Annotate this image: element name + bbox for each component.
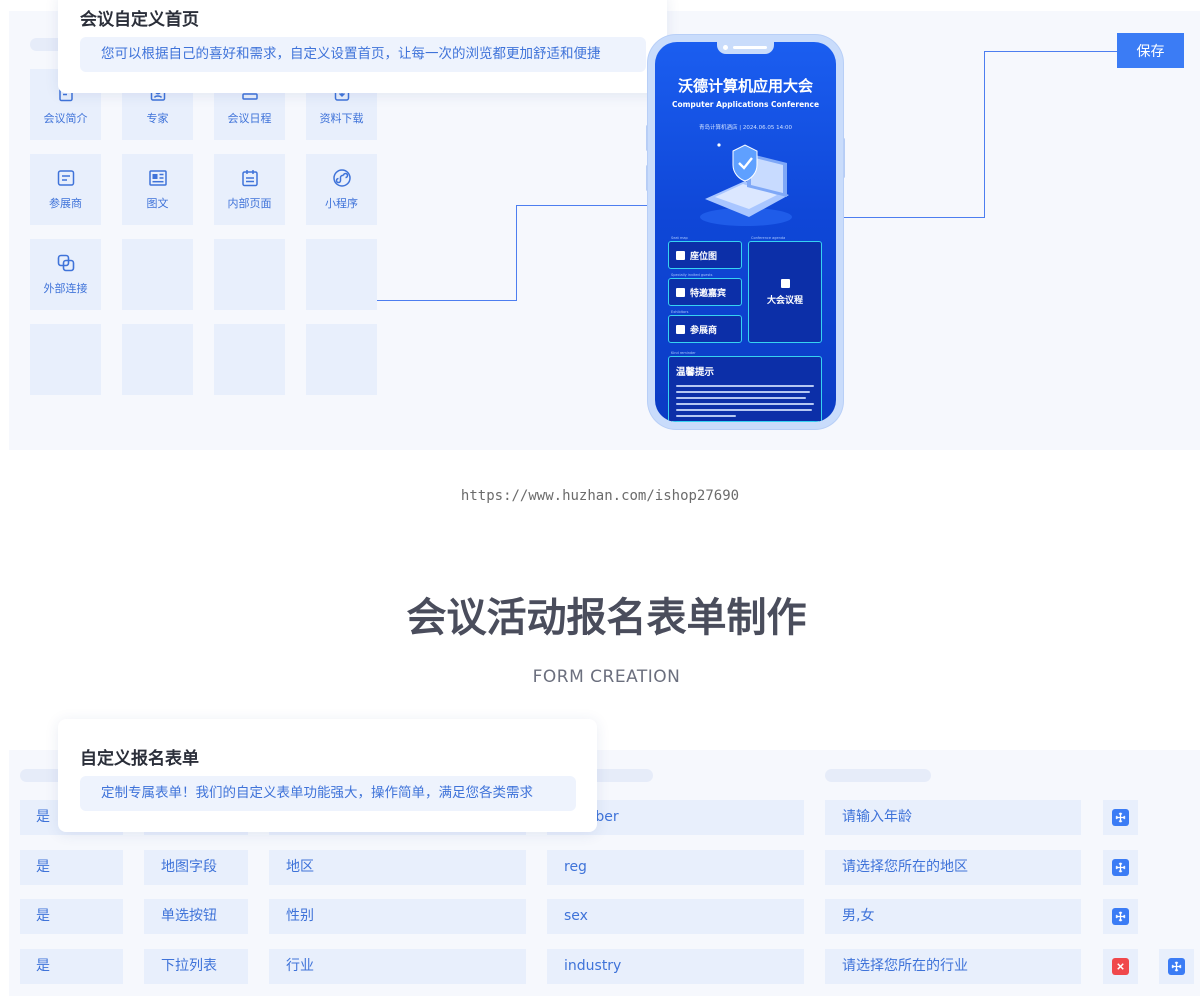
tile-label: 专家 (146, 112, 169, 125)
link-icon (56, 253, 76, 273)
homepage-tip-title: 会议自定义首页 (80, 10, 199, 30)
watermark-url: https://www.huzhan.com/ishop27690 (460, 488, 740, 504)
image-text-icon (148, 168, 168, 188)
homepage-tip-description: 您可以根据自己的喜好和需求，自定义设置首页，让每一次的浏览都更加舒适和便捷 (80, 37, 646, 72)
phone-screen: 沃德计算机应用大会 Computer Applications Conferen… (655, 42, 836, 422)
phone-side-button (646, 125, 649, 151)
field-key-cell[interactable]: industry (547, 949, 804, 984)
tile-empty-slot (122, 239, 193, 310)
connector-line-left-h1 (377, 300, 517, 301)
save-button[interactable]: 保存 (1117, 33, 1184, 68)
field-name-cell[interactable]: 行业 (269, 949, 526, 984)
shield-laptop-illustration-icon (700, 143, 792, 226)
phone-exhibitors-button[interactable]: Exhibitors 参展商 (668, 310, 742, 343)
seat-icon (676, 250, 685, 260)
notice-text-line (676, 391, 810, 393)
tile-label: 外部连接 (43, 282, 88, 295)
notice-text-line (676, 403, 814, 405)
grid-dots-icon (676, 324, 685, 334)
move-icon (1112, 809, 1129, 826)
phone-agenda-button[interactable]: Conference agenda 大会议程 (748, 236, 822, 343)
field-name-cell[interactable]: 地区 (269, 850, 526, 885)
conference-subtitle: Computer Applications Conference (671, 100, 820, 109)
move-row-button[interactable] (1103, 850, 1138, 885)
tile-label: 内部页面 (227, 197, 272, 210)
phone-seat-map-button[interactable]: Seat map 座位图 (668, 236, 742, 269)
conference-title: 沃德计算机应用大会 (677, 77, 813, 95)
tile-label: 会议简介 (43, 112, 88, 125)
notice-text-line (676, 397, 806, 399)
required-cell[interactable]: 是 (20, 850, 123, 885)
connector-line-right-h1 (843, 217, 985, 218)
close-icon (1112, 958, 1129, 975)
notice-title: 温馨提示 (676, 367, 715, 378)
tile-exhibitors[interactable]: 参展商 (30, 154, 101, 225)
placeholder-cell[interactable]: 男,女 (825, 899, 1081, 934)
phone-notch (717, 42, 774, 54)
placeholder-cell[interactable]: 请选择您所在的行业 (825, 949, 1081, 984)
move-row-button[interactable] (1103, 899, 1138, 934)
field-key-cell[interactable]: sex (547, 899, 804, 934)
phone-notice-box: Kind reminder 温馨提示 (668, 351, 822, 422)
tile-label: 参展商 (49, 197, 82, 210)
required-cell[interactable]: 是 (20, 899, 123, 934)
connector-line-left-h2 (516, 205, 648, 206)
move-icon (1168, 958, 1185, 975)
form-section-title: 会议活动报名表单制作 (406, 595, 807, 641)
tile-empty-slot (214, 239, 285, 310)
tile-external-link[interactable]: 外部连接 (30, 239, 101, 310)
homepage-tip-card: 会议自定义首页 您可以根据自己的喜好和需求，自定义设置首页，让每一次的浏览都更加… (58, 0, 667, 93)
connector-line-left-v (516, 205, 517, 301)
move-row-button[interactable] (1159, 949, 1194, 984)
calendar-page-icon (240, 168, 260, 188)
tile-image-text[interactable]: 图文 (122, 154, 193, 225)
mini-program-icon (332, 168, 352, 188)
field-name-cell[interactable]: 性别 (269, 899, 526, 934)
tile-internal-page[interactable]: 内部页面 (214, 154, 285, 225)
move-row-button[interactable] (1103, 800, 1138, 835)
delete-row-button[interactable] (1103, 949, 1138, 984)
phone-side-button (646, 165, 649, 191)
tile-label: 小程序 (325, 197, 358, 210)
badge-icon (676, 287, 685, 297)
connector-line-right-v (984, 51, 985, 218)
tile-empty-slot (306, 324, 377, 395)
phone-preview: 沃德计算机应用大会 Computer Applications Conferen… (648, 35, 843, 429)
notice-text-line (676, 409, 812, 411)
placeholder-cell[interactable]: 请选择您所在的地区 (825, 850, 1081, 885)
phone-special-guests-button[interactable]: Specially invited guests 特邀嘉宾 (668, 273, 742, 306)
placeholder-cell[interactable]: 请输入年龄 (825, 800, 1081, 835)
book-icon (780, 278, 790, 288)
form-section-subtitle: FORM CREATION (532, 667, 681, 687)
conference-date-line: 青岛计算机酒店 | 2024.06.05 14:00 (699, 125, 792, 131)
form-tip-card: 自定义报名表单 定制专属表单！我们的自定义表单功能强大，操作简单，满足您各类需求 (58, 719, 597, 832)
exhibitor-icon (56, 168, 76, 188)
tile-empty-slot (306, 239, 377, 310)
field-type-cell[interactable]: 下拉列表 (144, 949, 248, 984)
tile-empty-slot (214, 324, 285, 395)
phone-side-button (842, 138, 845, 178)
column-header-placeholder (825, 769, 931, 782)
tile-empty-slot (30, 324, 101, 395)
tile-label: 会议日程 (227, 112, 272, 125)
tile-mini-program[interactable]: 小程序 (306, 154, 377, 225)
field-type-cell[interactable]: 单选按钮 (144, 899, 248, 934)
tile-label: 资料下载 (319, 112, 364, 125)
tile-empty-slot (122, 324, 193, 395)
tile-label: 图文 (146, 197, 169, 210)
notice-text-line (676, 385, 814, 387)
form-tip-description: 定制专属表单！我们的自定义表单功能强大，操作简单，满足您各类需求 (80, 776, 576, 811)
move-icon (1112, 859, 1129, 876)
required-cell[interactable]: 是 (20, 949, 123, 984)
field-type-cell[interactable]: 地图字段 (144, 850, 248, 885)
notice-text-line (676, 415, 736, 417)
form-tip-title: 自定义报名表单 (80, 749, 199, 769)
connector-line-right-h2 (984, 51, 1117, 52)
move-icon (1112, 908, 1129, 925)
field-key-cell[interactable]: reg (547, 850, 804, 885)
